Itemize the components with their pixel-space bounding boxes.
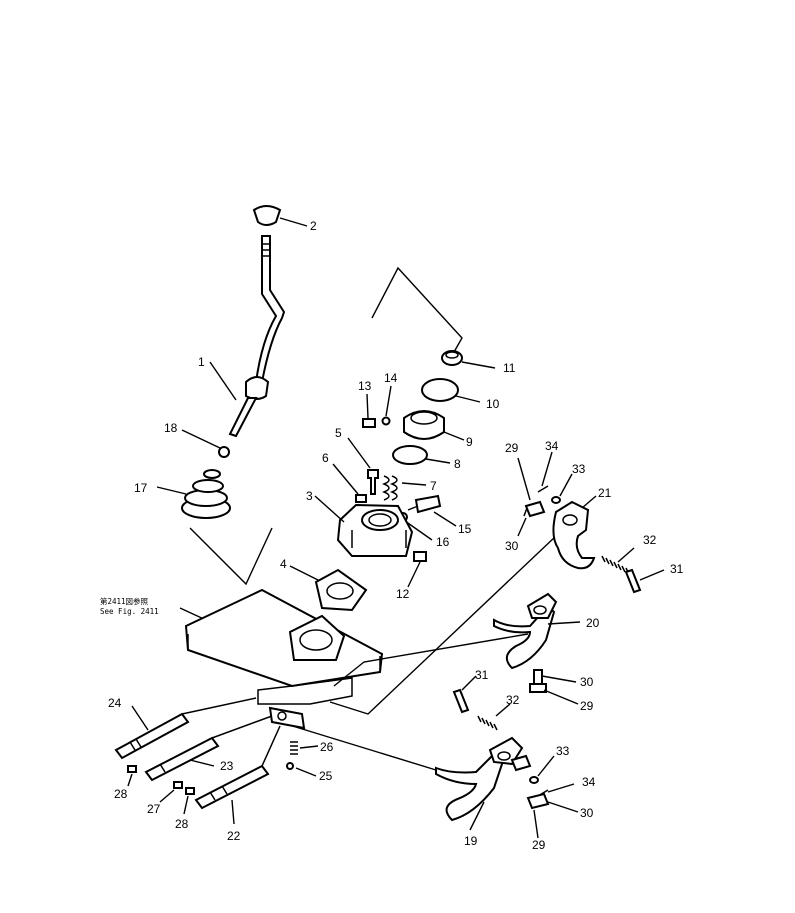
part-8-plate: [392, 445, 451, 465]
part-32-spring-upper: [601, 547, 635, 575]
callout-1: 1: [198, 355, 205, 369]
part-26-detent-spring: [290, 741, 319, 755]
callout-30-upper: 30: [505, 539, 519, 553]
reference-note: 第2411図参照 See Fig. 2411: [100, 596, 207, 621]
callout-19: 19: [464, 834, 478, 848]
part-27-pin: [159, 781, 183, 803]
callout-6: 6: [322, 451, 329, 465]
part-4-gasket: [289, 565, 368, 612]
callout-16: 16: [436, 535, 450, 549]
part-3-lever-housing: [314, 495, 414, 557]
callout-8: 8: [454, 457, 461, 471]
part-33-washer-lower: [529, 755, 555, 784]
callout-30-middle: 30: [580, 675, 594, 689]
callout-14: 14: [384, 371, 398, 385]
part-11-cap: [441, 350, 496, 369]
callout-5: 5: [335, 426, 342, 440]
part-22-shift-shaft: [194, 764, 270, 825]
part-12-bolt: [407, 551, 427, 588]
part-14-washer: [381, 385, 392, 426]
callout-21: 21: [598, 486, 612, 500]
callout-9: 9: [466, 435, 473, 449]
callout-12: 12: [396, 587, 410, 601]
callout-34-lower: 34: [582, 775, 596, 789]
callout-28-left: 28: [114, 787, 128, 801]
part-29-nut-middle: [529, 683, 579, 705]
callout-27: 27: [147, 802, 161, 816]
part-1-shift-lever: [209, 235, 286, 438]
part-7-spring: [381, 475, 427, 501]
assembly-bracket-line: [371, 266, 463, 353]
part-31-pin-upper: [624, 568, 665, 594]
part-20-shift-fork: [493, 592, 581, 670]
part-15-plug: [407, 494, 457, 527]
callout-3: 3: [306, 489, 313, 503]
callout-18: 18: [164, 421, 178, 435]
part-24-shift-shaft: [114, 705, 190, 760]
fork-connection-line-20: [333, 633, 529, 687]
callout-labels: 2 1 18 17 11 10 13 14 9 5 8 6 7 3 15 16 …: [108, 219, 684, 852]
part-33-washer-upper: [551, 473, 573, 504]
callout-32-middle: 32: [506, 693, 520, 707]
part-2-knob: [252, 205, 308, 227]
reference-note-en: See Fig. 2411: [100, 607, 159, 616]
callout-29-middle: 29: [580, 699, 594, 713]
part-9-seat: [403, 410, 465, 441]
callout-28-right: 28: [175, 817, 189, 831]
part-32-spring-middle: [477, 703, 511, 731]
callout-29-upper: 29: [505, 441, 519, 455]
callout-23: 23: [220, 759, 234, 773]
reference-note-jp: 第2411図参照: [100, 596, 149, 606]
callout-15: 15: [458, 522, 472, 536]
part-28-pin-right: [183, 787, 195, 815]
part-19-shift-fork: [435, 736, 532, 831]
part-25-detent-ball: [286, 762, 317, 777]
callout-4: 4: [280, 557, 287, 571]
callout-25: 25: [319, 769, 333, 783]
callout-10: 10: [486, 397, 500, 411]
part-10-cover: [421, 378, 481, 403]
part-31-pin-middle: [452, 675, 477, 714]
fork-connection-line-21: [329, 535, 557, 715]
shaft-guide-lines: [181, 697, 306, 767]
part-28-pin-left: [127, 765, 137, 787]
part-29-bolt-upper: [517, 457, 546, 518]
callout-20: 20: [586, 616, 600, 630]
callout-22: 22: [227, 829, 241, 843]
part-30-bolt-lower: [526, 792, 579, 813]
part-29-nut-lower: [533, 809, 539, 839]
callout-2: 2: [310, 219, 317, 233]
part-34-pin-upper: [537, 451, 553, 493]
part-23-shift-shaft: [144, 736, 220, 782]
callout-32-upper: 32: [643, 533, 657, 547]
callout-29-lower: 29: [532, 838, 546, 852]
callout-31-upper: 31: [670, 562, 684, 576]
part-30-washer-upper: [517, 507, 528, 537]
callout-34-upper: 34: [545, 439, 559, 453]
part-30-bolt-middle: [533, 669, 577, 685]
callout-13: 13: [358, 379, 372, 393]
part-18-ball: [181, 429, 230, 458]
part-5-bolt: [347, 437, 379, 495]
callout-24: 24: [108, 696, 122, 710]
callout-26: 26: [320, 740, 334, 754]
callout-7: 7: [430, 479, 437, 493]
callout-33-upper: 33: [572, 462, 586, 476]
part-21-shift-fork: [552, 495, 597, 570]
callout-30-lower: 30: [580, 806, 594, 820]
fork-connection-line-19: [285, 723, 437, 771]
part-6-nut: [332, 463, 367, 503]
part-17-boot: [156, 469, 273, 586]
callout-11: 11: [503, 361, 516, 375]
part-13-bolt: [362, 393, 376, 428]
callout-31-middle: 31: [475, 668, 489, 682]
callout-33-lower: 33: [556, 744, 570, 758]
callout-17: 17: [134, 481, 148, 495]
